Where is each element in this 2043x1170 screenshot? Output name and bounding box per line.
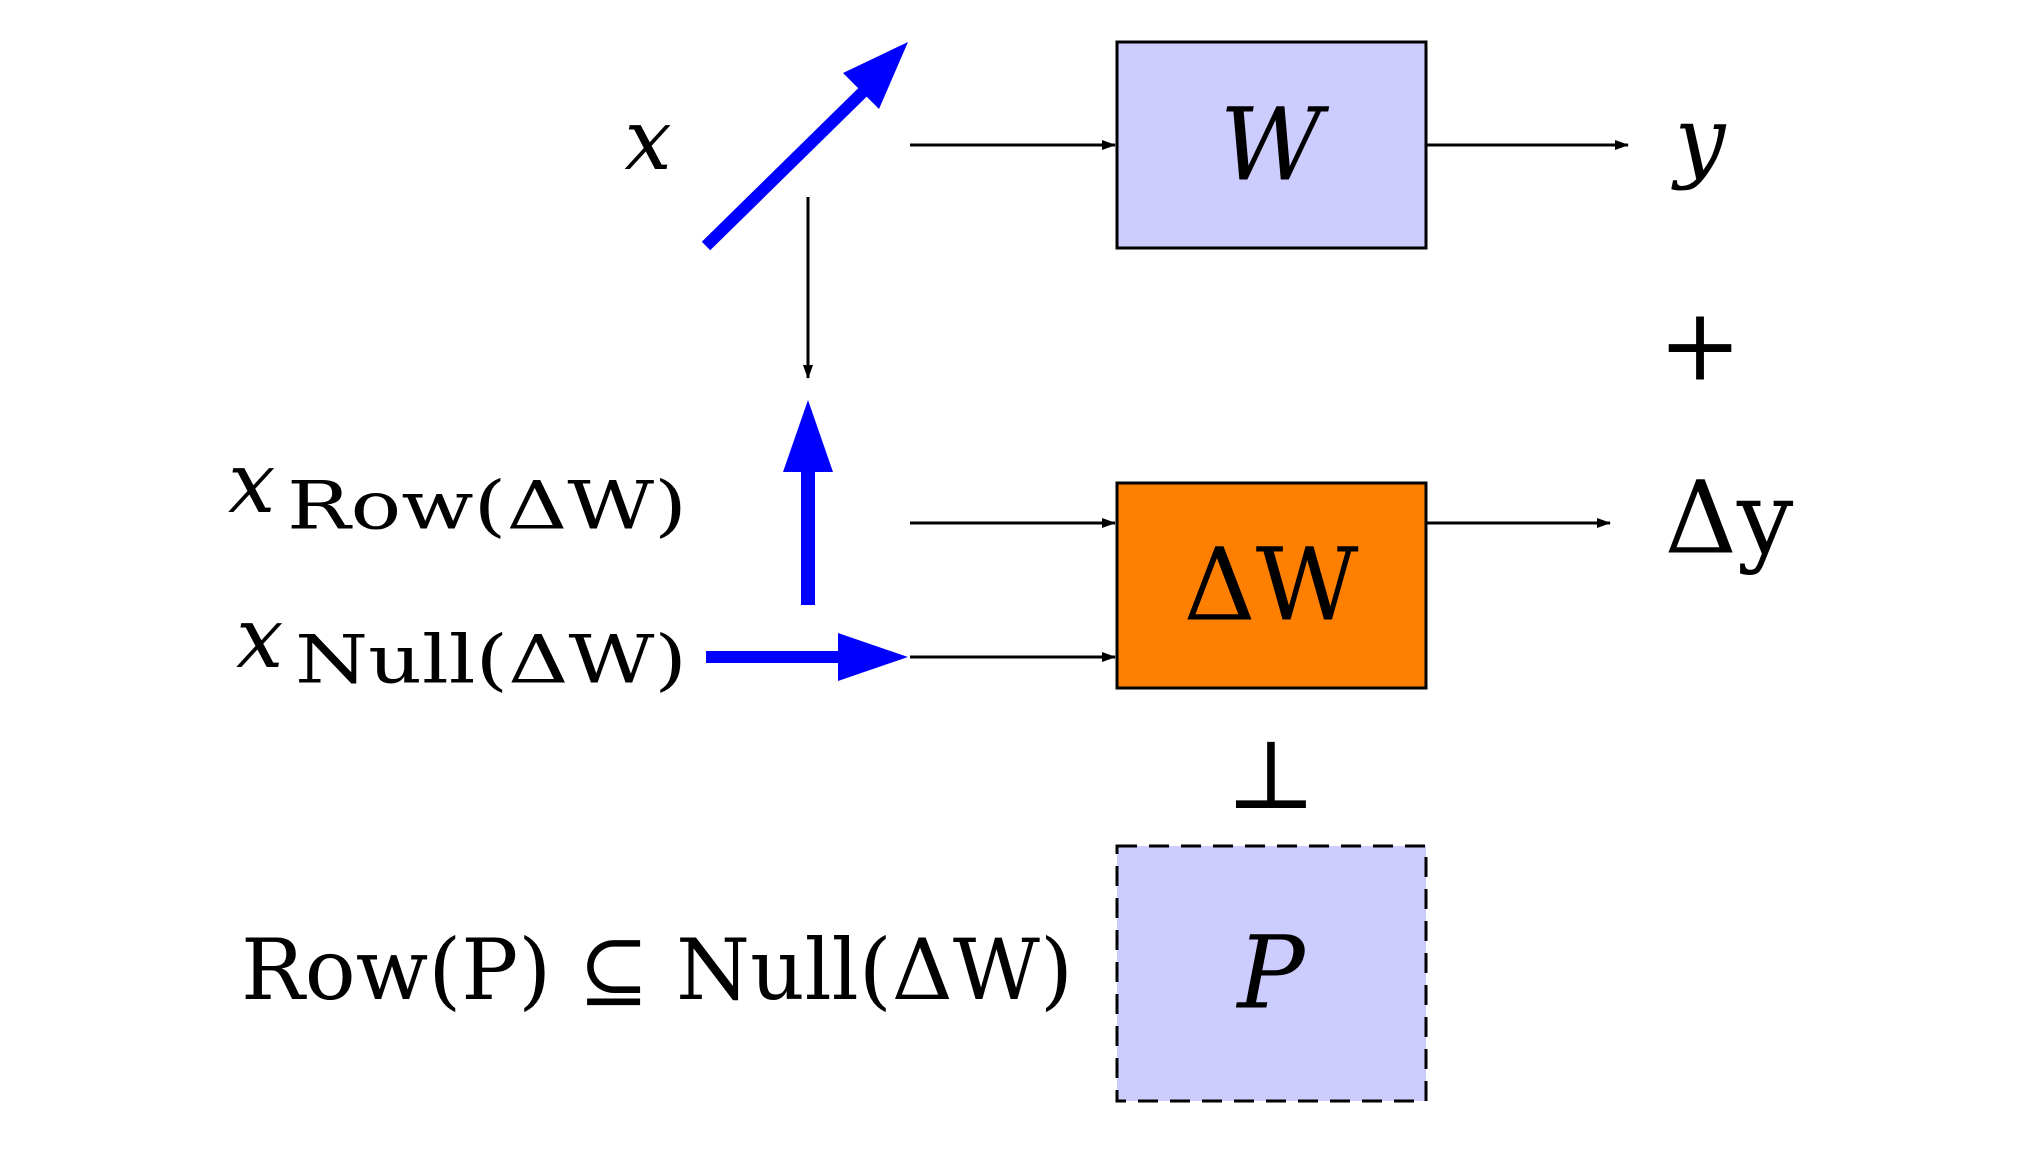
delta-w-box-rect <box>1115 481 1428 690</box>
x-vector-shaft <box>701 80 875 251</box>
w-box-rect <box>1115 40 1428 250</box>
x-row-vector-arrow <box>783 400 833 605</box>
label-x-null-subscript: Null(ΔW) <box>295 622 687 699</box>
delta-w-box-label: ΔW <box>1184 527 1359 644</box>
label-row-p-subset-null: Row(P) ⊆ Null(ΔW) <box>241 921 1073 1019</box>
label-x: x <box>624 91 671 189</box>
label-x-row-subscript: Row(ΔW) <box>287 468 687 545</box>
label-x-null-base: x <box>236 589 283 687</box>
label-plus: + <box>1658 287 1742 404</box>
p-box: P <box>1115 844 1428 1103</box>
x-vector-head <box>843 42 908 109</box>
p-box-rect <box>1115 844 1428 1103</box>
w-box-label: W <box>1220 87 1330 204</box>
label-perp: ⊥ <box>1226 719 1316 831</box>
x-row-vector-head <box>783 400 833 472</box>
label-y: y <box>1671 88 1727 193</box>
x-null-vector-head <box>838 633 908 681</box>
label-delta-y: Δy <box>1665 460 1794 577</box>
delta-w-box: ΔW <box>1115 481 1428 690</box>
label-x-null: x Null(ΔW) <box>236 589 687 699</box>
x-null-vector-arrow <box>706 633 908 681</box>
w-box: W <box>1115 40 1428 250</box>
x-vector-arrow <box>701 42 908 251</box>
p-box-label: P <box>1235 915 1306 1032</box>
label-x-row: x Row(ΔW) <box>228 434 687 545</box>
label-x-row-base: x <box>228 434 275 532</box>
